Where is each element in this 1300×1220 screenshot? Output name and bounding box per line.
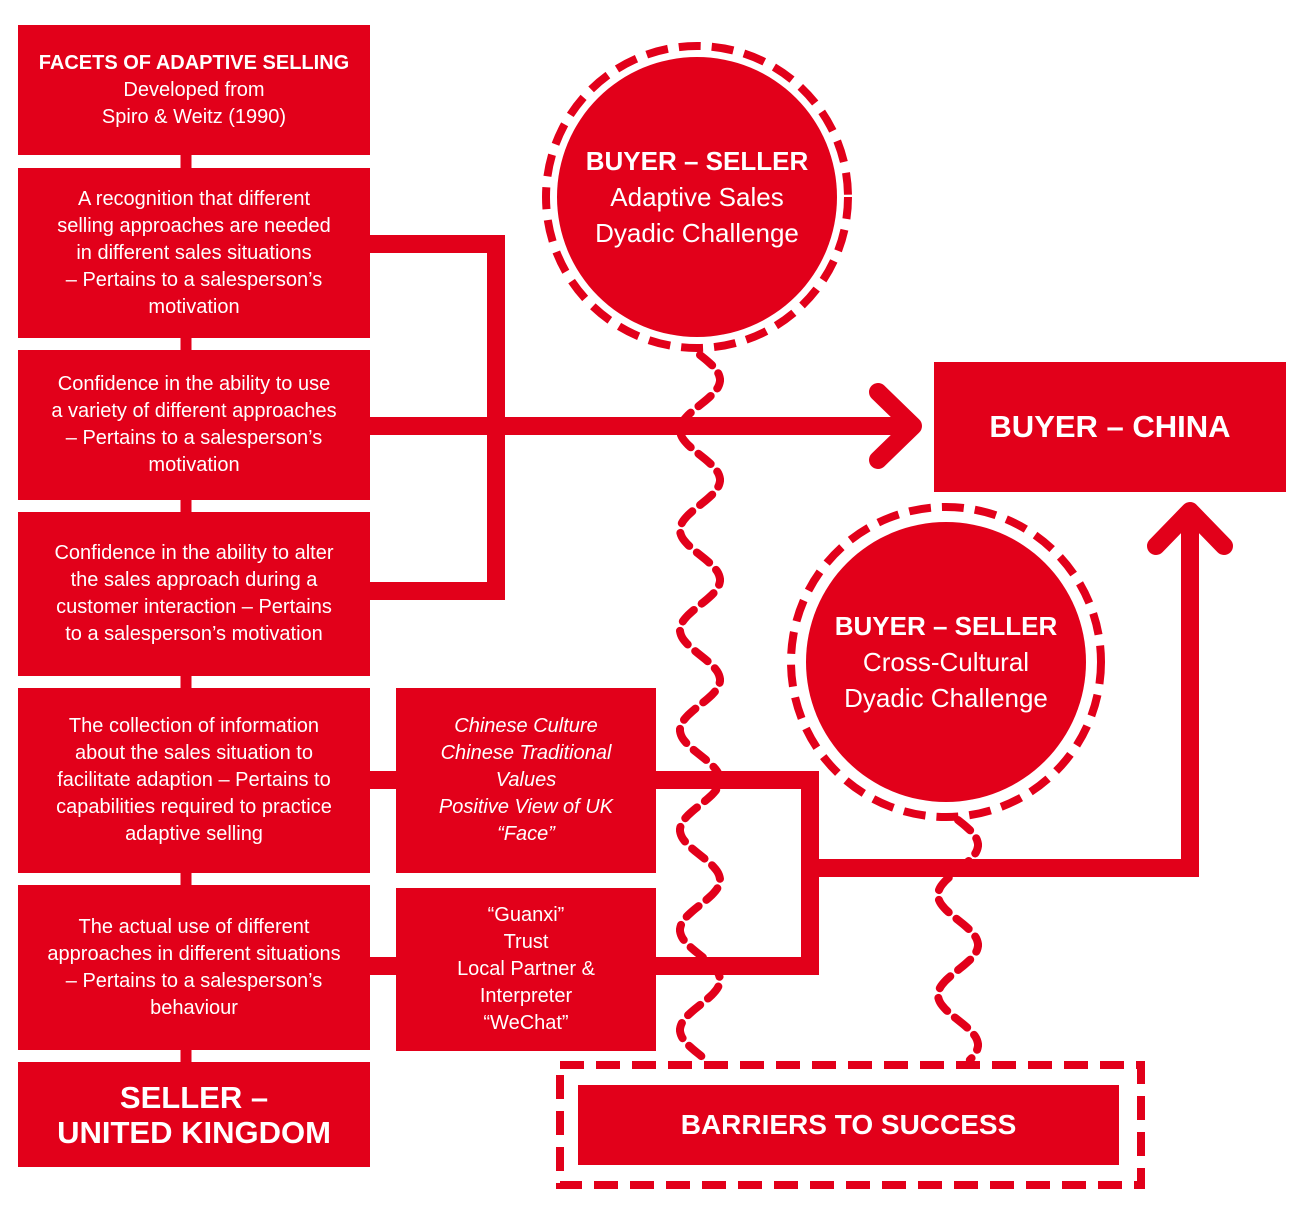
facet-text-line: Confidence in the ability to use [57,373,331,395]
facets-subtitle-line: Developed from [123,78,265,101]
culture-text-line: Chinese Traditional [440,742,612,764]
cross-circle-title: BUYER – SELLER [834,611,1058,641]
guanxi-box: “Guanxi” Trust Local Partner & Interpret… [396,888,656,1051]
facet-box-information-collection: The collection of information about the … [18,688,370,873]
culture-text-line: “Face” [497,823,555,845]
facet-text-line: – Pertains to a salesperson’s [65,427,323,449]
facet-text-line: a variety of different approaches [51,400,337,422]
facet-text-line: in different sales situations [76,241,312,264]
guanxi-text-line: Local Partner & [457,958,595,980]
culture-text-line: Positive View of UK [438,796,614,818]
facet-text-line: The collection of information [68,715,320,737]
facet-text-line: customer interaction – Pertains [56,596,332,618]
seller-label-line1: SELLER – [119,1079,269,1115]
facet-text-line: facilitate adaption – Pertains to [57,769,331,791]
culture-text-line: Chinese Culture [454,715,598,737]
buyer-china-label: BUYER – CHINA [989,409,1231,444]
arrow-up-to-buyer-shaft [810,510,1199,877]
cross-circle-line3: Dyadic Challenge [844,683,1048,713]
seller-label-line2: UNITED KINGDOM [57,1114,331,1150]
facet-text-line: approaches in different situations [47,942,341,965]
facet-text-line: adaptive selling [125,823,263,845]
facet-text-line: about the sales situation to [75,742,313,764]
facet-text-line: behaviour [150,996,238,1019]
facet-text-line: – Pertains to a salesperson’s [65,969,323,992]
buyer-china-box: BUYER – CHINA [934,362,1286,492]
barriers-dashed-frame [556,1061,1145,1189]
cross-circle-dashed-ring [787,503,1105,821]
cross-circle-line2: Cross-Cultural [862,647,1030,677]
adaptive-sales-circle: BUYER – SELLER Adaptive Sales Dyadic Cha… [557,57,837,337]
facets-header-box: FACETS OF ADAPTIVE SELLING Developed fro… [18,25,370,155]
adaptive-circle-line2: Adaptive Sales [610,182,784,212]
facet-box-confidence-variety: Confidence in the ability to use a varie… [18,350,370,500]
facet-text-line: motivation [148,454,240,476]
wavy-barrier-line-right [934,816,982,1064]
facet-text-line: motivation [148,295,240,318]
facet-text-line: selling approaches are needed [57,214,331,237]
adaptive-circle-title: BUYER – SELLER [585,146,809,176]
adaptive-circle-line3: Dyadic Challenge [595,218,799,248]
barriers-to-success-box: BARRIERS TO SUCCESS [578,1085,1119,1165]
facet-text-line: A recognition that different [77,187,310,210]
facet-box-actual-use: The actual use of different approaches i… [18,885,370,1050]
facet-text-line: Confidence in the ability to alter [54,542,334,564]
facets-title: FACETS OF ADAPTIVE SELLING [38,51,350,74]
guanxi-text-line: “WeChat” [483,1012,569,1034]
cross-cultural-circle: BUYER – SELLER Cross-Cultural Dyadic Cha… [806,522,1086,802]
facet-box-confidence-alter: Confidence in the ability to alter the s… [18,512,370,676]
guanxi-text-line: Trust [503,931,549,953]
wavy-barrier-line-left [676,351,724,1063]
facet-text-line: the sales approach during a [70,569,318,591]
arrow-to-buyer-head [869,383,922,469]
facet-box-recognition: A recognition that different selling app… [18,168,370,338]
chinese-culture-box: Chinese Culture Chinese Traditional Valu… [396,688,656,873]
culture-text-line: Values [495,769,557,791]
guanxi-text-line: Interpreter [479,985,573,1007]
facet-text-line: to a salesperson’s motivation [65,623,323,645]
arrow-up-to-buyer-head [1147,502,1233,555]
seller-uk-box: SELLER – UNITED KINGDOM [18,1062,370,1167]
facets-source-line: Spiro & Weitz (1990) [101,105,287,128]
guanxi-text-line: “Guanxi” [487,904,565,926]
adaptive-circle-dashed-ring [542,42,852,352]
facet-text-line: The actual use of different [78,915,310,938]
facet-text-line: capabilities required to practice [56,796,332,818]
barriers-label: BARRIERS TO SUCCESS [680,1109,1017,1140]
facet-text-line: – Pertains to a salesperson’s [65,268,323,291]
